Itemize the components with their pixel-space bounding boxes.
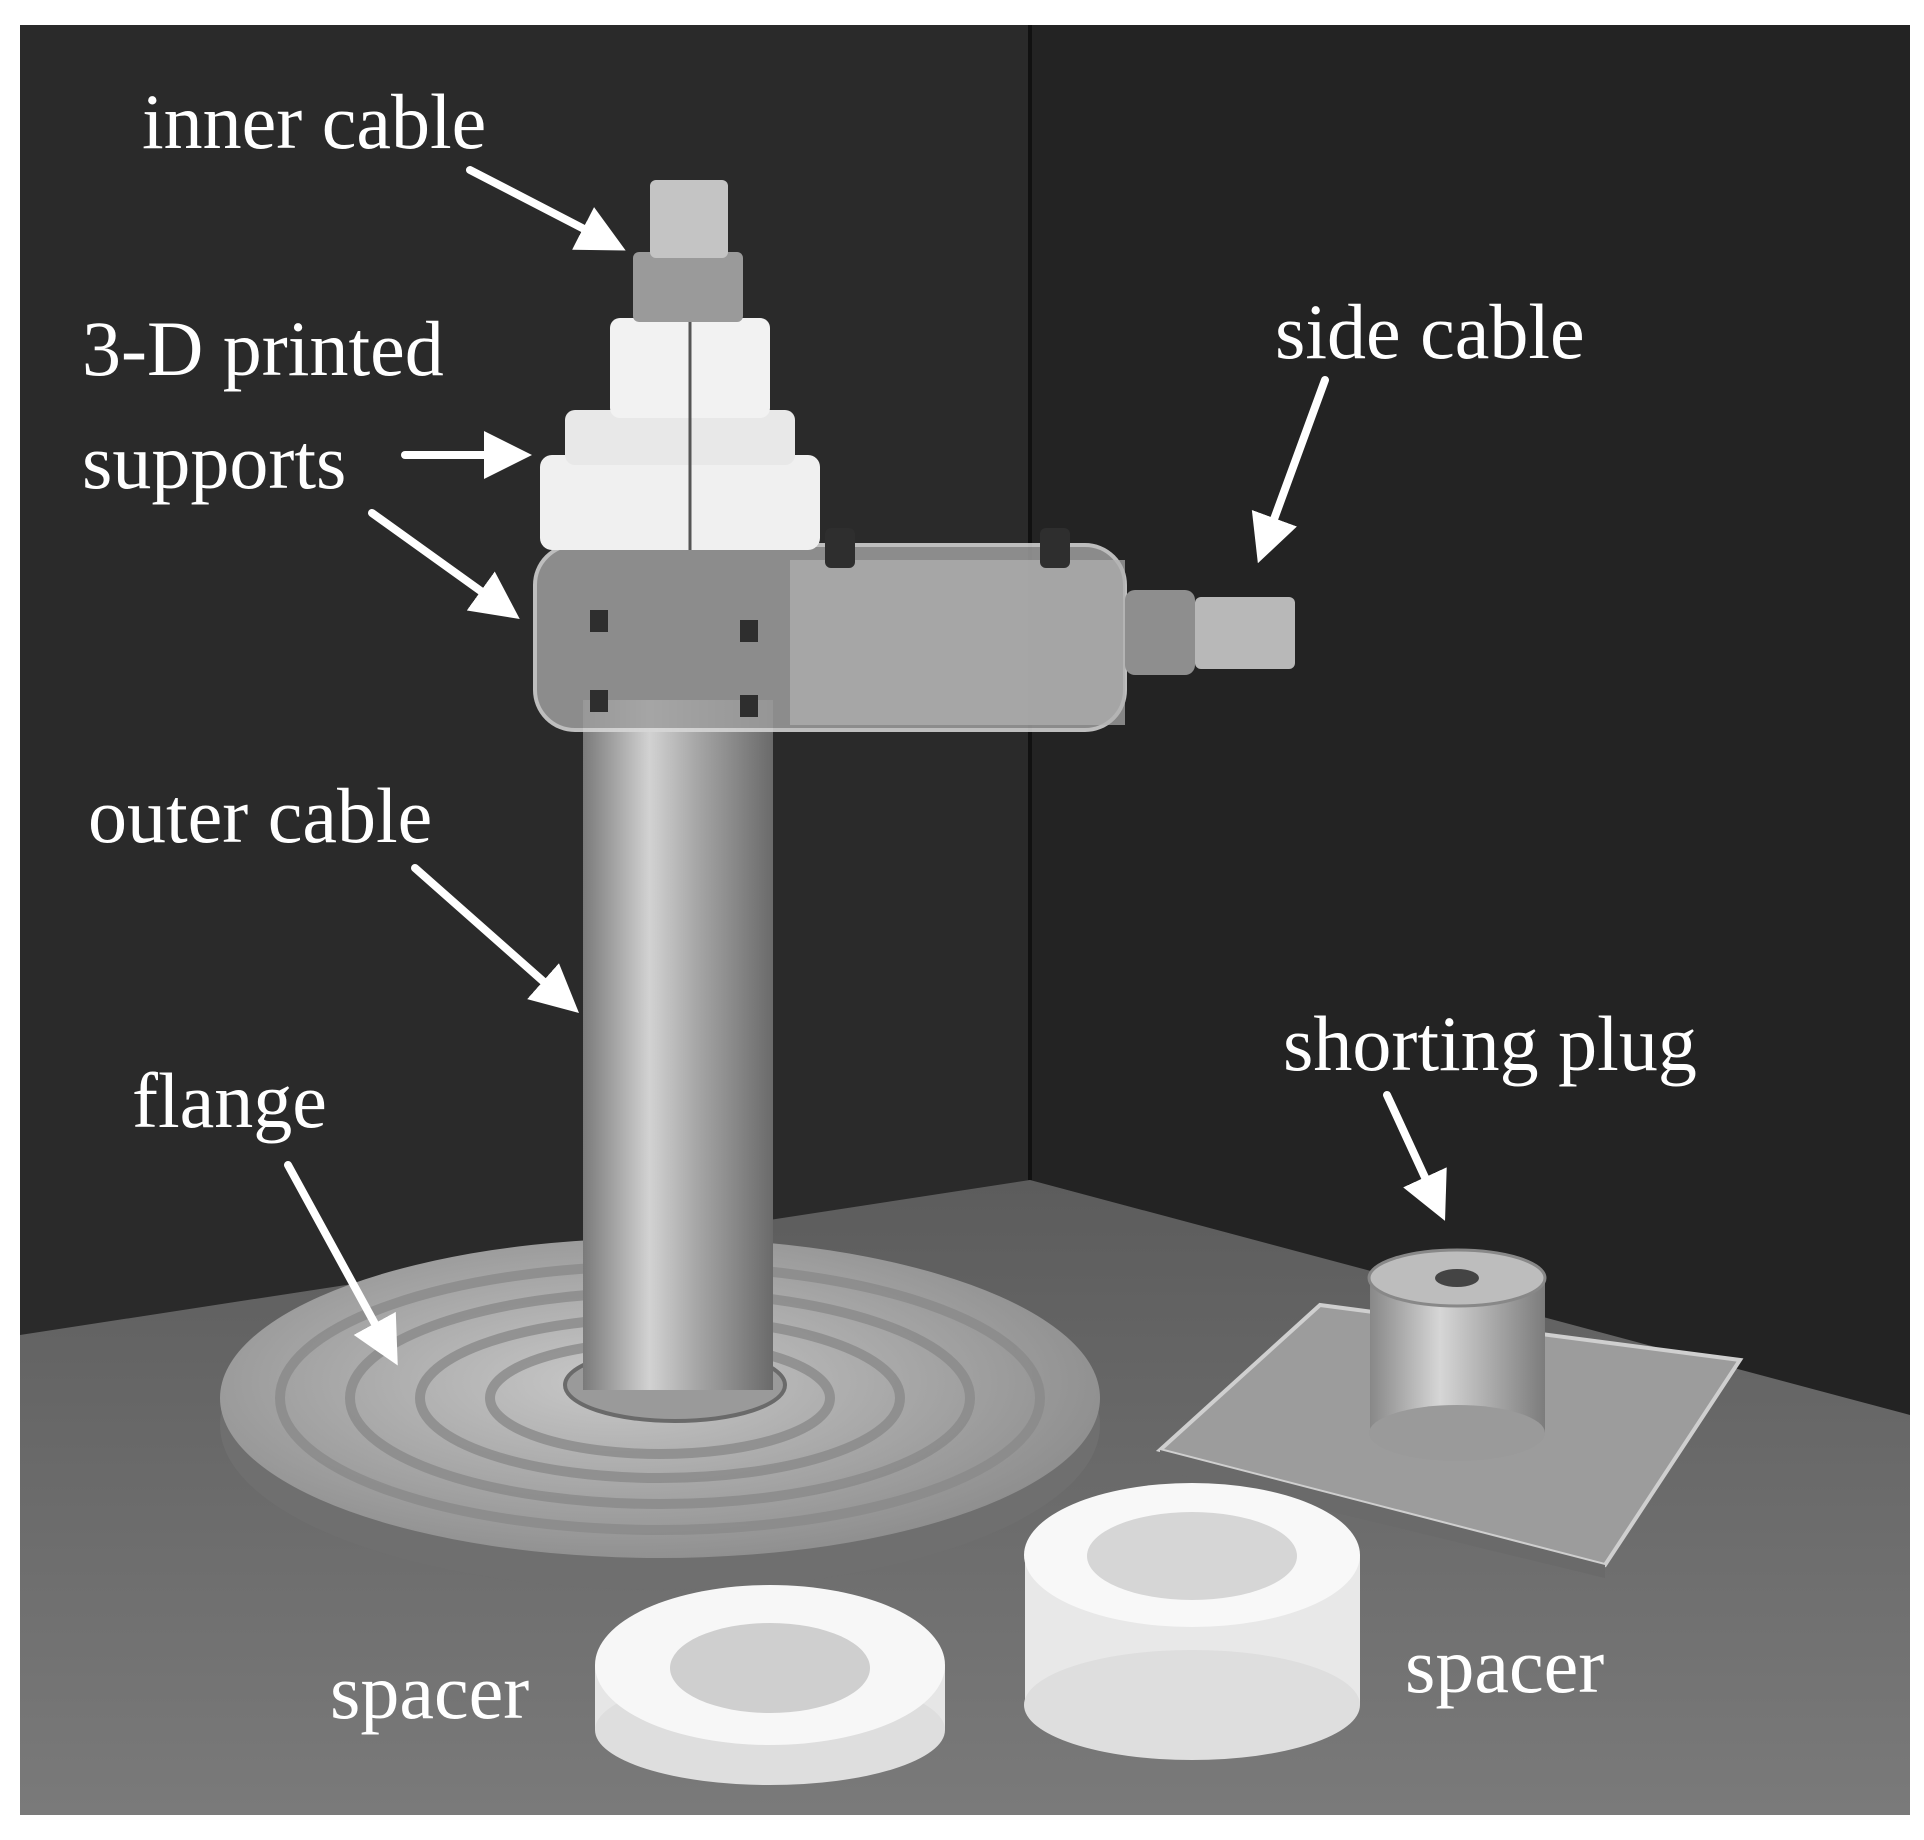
label-spacer-left: spacer xyxy=(330,1648,529,1735)
inner-cable-nut xyxy=(633,252,743,322)
shorting-plate-edge xyxy=(1160,1450,1605,1578)
label-flange: flange xyxy=(132,1057,327,1144)
acrylic-arm xyxy=(790,560,1125,725)
label-side-cable: side cable xyxy=(1275,288,1585,375)
inner-cable-tip xyxy=(650,180,728,258)
label-inner-cable: inner cable xyxy=(142,78,486,165)
label-spacer-right: spacer xyxy=(1405,1622,1604,1709)
annotation-arrows xyxy=(284,166,1447,1366)
right-backdrop-panel xyxy=(1030,25,1910,1415)
shorting-plug-bottom xyxy=(1369,1405,1545,1461)
block-screws xyxy=(590,528,1070,717)
side-cable-tip xyxy=(1195,597,1295,669)
label-printed-supports-line2: supports xyxy=(82,418,346,505)
supports-arrow-lower xyxy=(368,509,520,619)
side-cable-connector xyxy=(1125,590,1195,675)
outer-cable-tube xyxy=(583,700,773,1390)
inner-cable-arrow xyxy=(466,166,626,251)
support-ring-middle xyxy=(565,410,795,465)
flange-arrow xyxy=(284,1161,398,1366)
outer-cable-arrow xyxy=(411,864,579,1013)
label-outer-cable: outer cable xyxy=(88,772,432,859)
spacer-right-ring xyxy=(1024,1483,1360,1760)
shorting-plug-arrow xyxy=(1383,1091,1447,1221)
label-printed-supports-line1: 3-D printed xyxy=(82,305,444,392)
side-cable-arrow xyxy=(1251,376,1329,564)
support-ring-large xyxy=(540,455,820,550)
label-shorting-plug: shorting plug xyxy=(1283,1000,1697,1087)
shorting-plug-hole xyxy=(1435,1269,1479,1287)
spacer-left-ring xyxy=(595,1585,945,1785)
